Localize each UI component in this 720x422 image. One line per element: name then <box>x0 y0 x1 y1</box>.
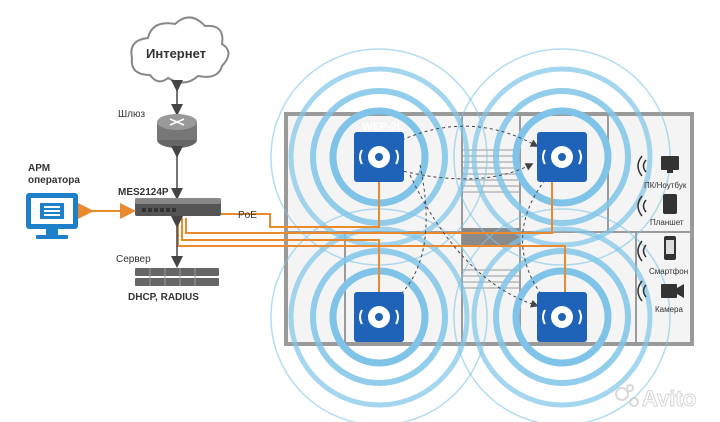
workstation-icon <box>26 193 78 239</box>
avito-watermark: Avito <box>615 384 697 412</box>
access-point-2 <box>537 132 587 182</box>
poe-label: PoE <box>238 210 257 221</box>
server-icon <box>135 268 219 286</box>
camera-label: Камера <box>655 305 684 314</box>
phone-icon <box>637 236 676 262</box>
roaming-arrows <box>392 125 548 308</box>
pc-icon <box>637 155 679 177</box>
gateway-label: Шлюз <box>118 109 146 120</box>
switch-label: MES2124P <box>118 187 169 198</box>
router-icon <box>157 114 197 148</box>
tablet-icon <box>637 194 677 217</box>
access-point-1 <box>354 132 404 182</box>
access-point-3 <box>354 292 404 342</box>
access-point-4 <box>537 292 587 342</box>
internet-label: Интернет <box>146 46 206 61</box>
svg-text:Avito: Avito <box>642 386 696 411</box>
ap-label: WEP-2L <box>362 121 404 133</box>
dhcp-label: DHCP, RADIUS <box>128 292 199 303</box>
floor-plan <box>284 112 694 346</box>
camera-icon <box>637 280 684 302</box>
pc-label: ПК/Ноутбук <box>644 181 687 190</box>
switch-icon <box>135 198 221 216</box>
cloud-icon <box>130 16 230 84</box>
server-label: Сервер <box>116 254 151 265</box>
tablet-label: Планшет <box>650 218 684 227</box>
phone-label: Смартфон <box>649 267 688 276</box>
